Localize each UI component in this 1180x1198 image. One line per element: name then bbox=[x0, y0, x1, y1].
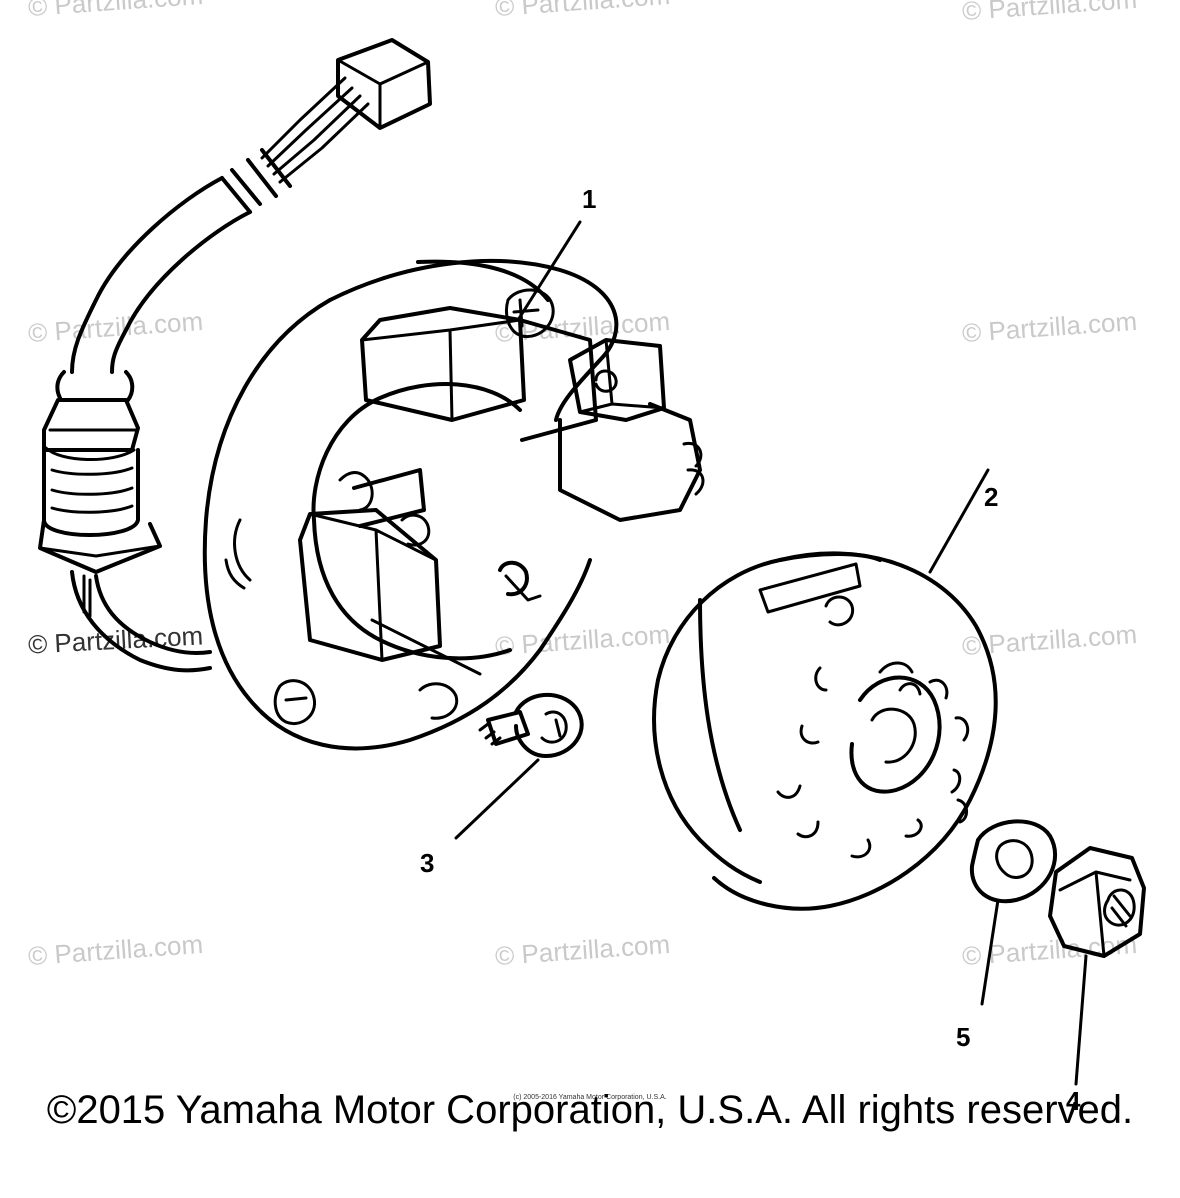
wire-harness bbox=[38, 38, 432, 673]
callout-2: 2 bbox=[984, 482, 999, 512]
copyright-notice: ©2015 Yamaha Motor Corporation, U.S.A. A… bbox=[46, 1088, 1134, 1132]
nut bbox=[1048, 846, 1146, 1086]
callout-4: 4 bbox=[1066, 1086, 1081, 1116]
callout-3: 3 bbox=[420, 848, 435, 878]
callout-1: 1 bbox=[582, 184, 597, 214]
stator-assembly bbox=[202, 258, 705, 751]
callout-5: 5 bbox=[956, 1022, 971, 1052]
screw bbox=[370, 618, 584, 840]
flywheel-rotor bbox=[652, 468, 998, 911]
leader-line-1 bbox=[516, 220, 582, 322]
small-copyright: (c) 2005-2016 Yamaha Motor Corporation, … bbox=[513, 1094, 667, 1101]
washer bbox=[969, 819, 1057, 1006]
